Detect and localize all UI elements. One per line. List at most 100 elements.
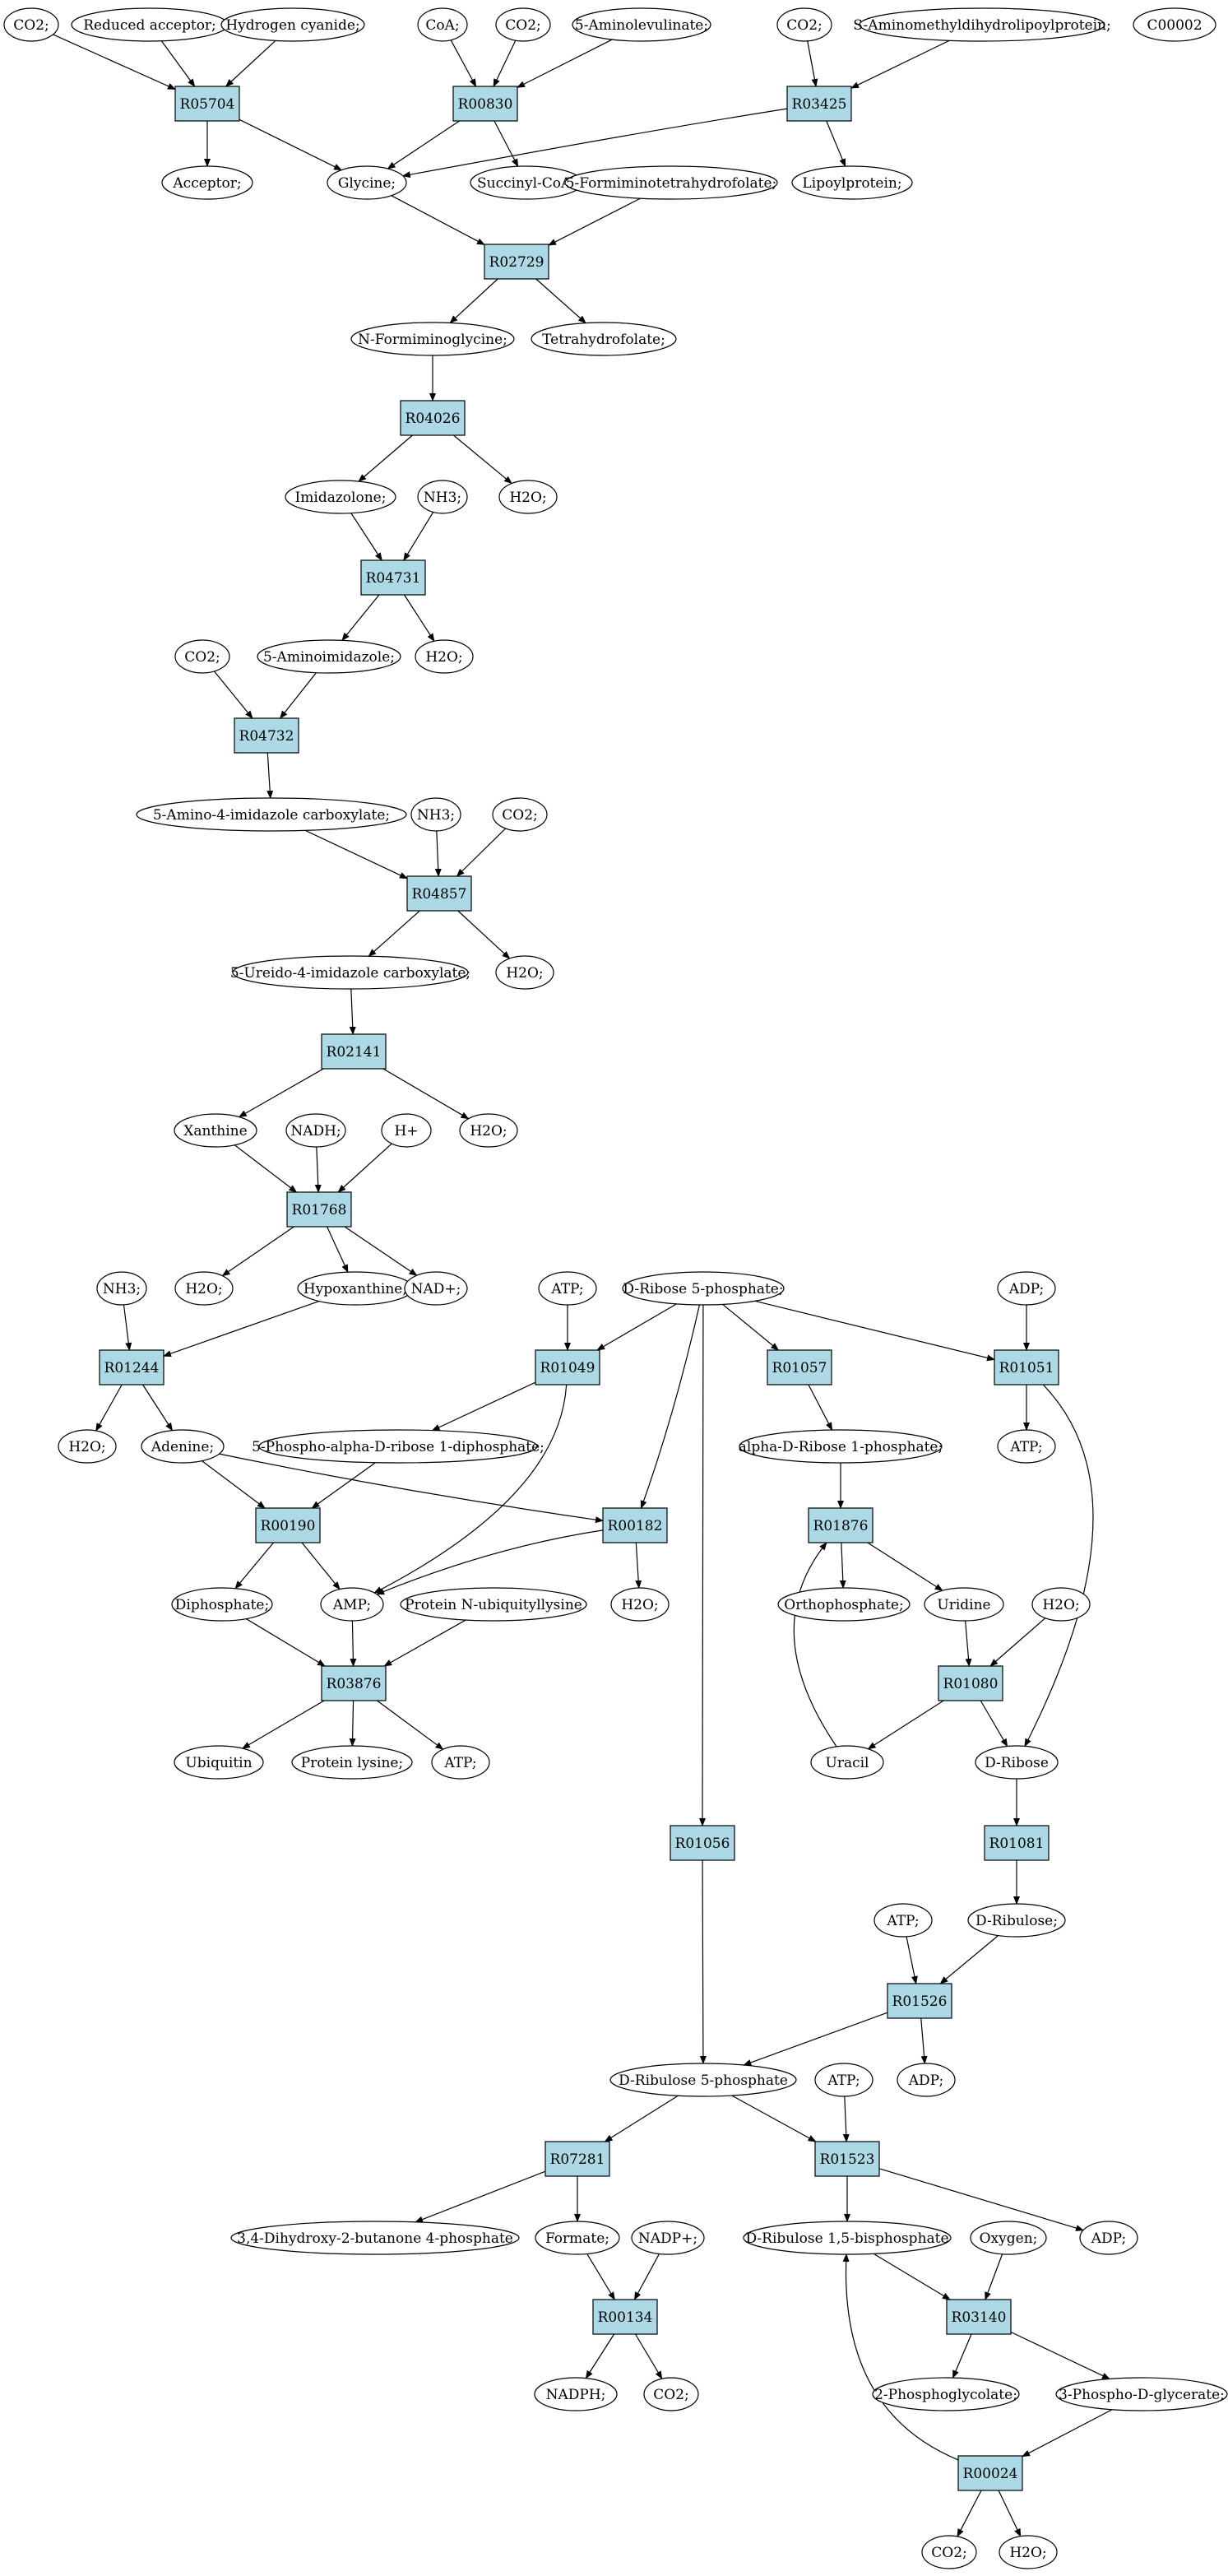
compound-node-co2-e[interactable]: CO2;	[492, 797, 548, 832]
reaction-node-r01056[interactable]: R01056	[670, 1825, 735, 1861]
compound-ellipse[interactable]	[230, 2221, 520, 2255]
compound-ellipse[interactable]	[997, 1271, 1056, 1306]
compound-node-uracil[interactable]: Uracil	[810, 1745, 884, 1780]
compound-ellipse[interactable]	[174, 639, 230, 674]
compound-node-nadph[interactable]: NADPH;	[534, 2377, 618, 2411]
compound-node-nadh[interactable]: NADH;	[285, 1113, 346, 1148]
compound-node-amp[interactable]: AMP;	[320, 1587, 384, 1622]
compound-ellipse[interactable]	[381, 1113, 432, 1148]
compound-ellipse[interactable]	[327, 165, 407, 200]
compound-node-co2-f[interactable]: CO2;	[643, 2377, 699, 2411]
compound-ellipse[interactable]	[1031, 1587, 1091, 1622]
compound-ellipse[interactable]	[643, 2377, 699, 2411]
compound-ellipse[interactable]	[777, 1587, 911, 1622]
compound-ellipse[interactable]	[161, 165, 253, 200]
compound-ellipse[interactable]	[232, 955, 469, 990]
compound-node-prpp[interactable]: 5-Phospho-alpha-D-ribose 1-diphosphate;	[252, 1429, 544, 1464]
reaction-node-r01523[interactable]: R01523	[814, 2141, 880, 2177]
reaction-node-r01526[interactable]: R01526	[887, 1983, 952, 2019]
compound-node-hydrogen-cyanide[interactable]: Hydrogen cyanide;	[220, 7, 365, 42]
reaction-node-r04857[interactable]: R04857	[406, 875, 472, 912]
compound-ellipse[interactable]	[174, 1271, 234, 1306]
reaction-box[interactable]	[814, 2141, 880, 2177]
compound-ellipse[interactable]	[970, 2221, 1047, 2255]
compound-ellipse[interactable]	[415, 639, 474, 674]
compound-node-d-ribose[interactable]: D-Ribose	[975, 1745, 1059, 1780]
compound-node-dihydroxy-butanone[interactable]: 3,4-Dihydroxy-2-butanone 4-phosphate	[230, 2221, 520, 2255]
compound-node-diphosphate[interactable]: Diphosphate;	[171, 1587, 273, 1622]
reaction-box[interactable]	[957, 2455, 1023, 2491]
compound-ellipse[interactable]	[58, 1429, 117, 1464]
compound-node-atp-b[interactable]: ATP;	[997, 1429, 1056, 1464]
reaction-box[interactable]	[670, 1825, 735, 1861]
compound-ellipse[interactable]	[791, 165, 913, 200]
reaction-box[interactable]	[321, 1033, 387, 1070]
compound-node-atp-e[interactable]: ATP;	[814, 2063, 874, 2097]
compound-ellipse[interactable]	[739, 1429, 943, 1464]
compound-ellipse[interactable]	[410, 797, 461, 832]
compound-ellipse[interactable]	[610, 1587, 670, 1622]
compound-ellipse[interactable]	[859, 7, 1105, 42]
reaction-box[interactable]	[174, 86, 240, 122]
compound-node-h2o-c[interactable]: H2O;	[495, 955, 554, 990]
compound-ellipse[interactable]	[3, 7, 59, 42]
compound-node-co2-d[interactable]: CO2;	[174, 639, 230, 674]
compound-ellipse[interactable]	[924, 1587, 1004, 1622]
compound-node-protein-lysine[interactable]: Protein lysine;	[291, 1745, 413, 1780]
compound-node-d-ribose-5p[interactable]: D-Ribose 5-phosphate;	[622, 1271, 785, 1306]
reaction-node-r04026[interactable]: R04026	[400, 400, 466, 436]
compound-node-imidazolone[interactable]: Imidazolone;	[285, 480, 396, 514]
compound-node-d-ribulose-15bp[interactable]: D-Ribulose 1,5-bisphosphate	[743, 2221, 952, 2255]
reaction-box[interactable]	[602, 1507, 668, 1543]
reaction-node-r02141[interactable]: R02141	[321, 1033, 387, 1070]
compound-node-co2-c[interactable]: CO2;	[776, 7, 832, 42]
compound-ellipse[interactable]	[572, 7, 711, 42]
compound-node-ubiquitin[interactable]: Ubiquitin	[174, 1745, 264, 1780]
reaction-node-r03140[interactable]: R03140	[946, 2299, 1012, 2335]
reaction-node-r01244[interactable]: R01244	[99, 1349, 165, 1385]
compound-ellipse[interactable]	[897, 2063, 956, 2097]
compound-node-atp-c[interactable]: ATP;	[431, 1745, 490, 1780]
reaction-node-r05704[interactable]: R05704	[174, 86, 240, 122]
compound-ellipse[interactable]	[872, 2377, 1020, 2411]
reaction-box[interactable]	[255, 1507, 321, 1543]
compound-node-h2o-d[interactable]: H2O;	[459, 1113, 518, 1148]
compound-node-hypoxanthine[interactable]: Hypoxanthine;	[297, 1271, 414, 1306]
compound-ellipse[interactable]	[96, 1271, 147, 1306]
reaction-box[interactable]	[286, 1191, 352, 1228]
compound-node-nh3-b[interactable]: NH3;	[410, 797, 461, 832]
compound-ellipse[interactable]	[874, 1903, 933, 1938]
reaction-box[interactable]	[234, 717, 299, 754]
compound-ellipse[interactable]	[417, 480, 468, 514]
compound-node-h-plus[interactable]: H+	[381, 1113, 432, 1148]
compound-ellipse[interactable]	[1133, 7, 1216, 42]
compound-ellipse[interactable]	[258, 1429, 538, 1464]
reaction-node-r00024[interactable]: R00024	[957, 2455, 1023, 2491]
compound-node-adenine[interactable]: Adenine;	[141, 1429, 225, 1464]
compound-node-d-ribulose-5p[interactable]: D-Ribulose 5-phosphate	[609, 2063, 797, 2097]
compound-node-h2o-f[interactable]: H2O;	[58, 1429, 117, 1464]
reaction-box[interactable]	[592, 2299, 658, 2335]
compound-ellipse[interactable]	[776, 7, 832, 42]
compound-ellipse[interactable]	[999, 2535, 1058, 2569]
compound-ellipse[interactable]	[495, 955, 554, 990]
compound-ellipse[interactable]	[564, 165, 778, 200]
reaction-box[interactable]	[360, 559, 426, 596]
compound-node-co2-g[interactable]: CO2;	[921, 2535, 977, 2569]
reaction-box[interactable]	[99, 1349, 165, 1385]
reaction-box[interactable]	[452, 86, 518, 122]
compound-ellipse[interactable]	[814, 2063, 874, 2097]
compound-node-aminoimidazole[interactable]: 5-Aminoimidazole;	[257, 639, 401, 674]
reaction-node-r07281[interactable]: R07281	[544, 2141, 610, 2177]
compound-node-phosphoglycolate[interactable]: 2-Phosphoglycolate;	[872, 2377, 1020, 2411]
compound-node-coa[interactable]: CoA;	[417, 7, 468, 42]
reaction-box[interactable]	[406, 875, 472, 912]
compound-ellipse[interactable]	[291, 1745, 413, 1780]
compound-node-formiminotetrahydrofolate[interactable]: 5-Formiminotetrahydrofolate;	[564, 165, 778, 200]
compound-node-adp-a[interactable]: ADP;	[997, 1271, 1056, 1306]
compound-node-alpha-d-ribose-1p[interactable]: alpha-D-Ribose 1-phosphate;	[739, 1429, 943, 1464]
compound-node-nh3-a[interactable]: NH3;	[417, 480, 468, 514]
compound-node-glycine[interactable]: Glycine;	[327, 165, 407, 200]
compound-ellipse[interactable]	[495, 7, 551, 42]
compound-node-nad-plus[interactable]: NAD+;	[404, 1271, 468, 1306]
